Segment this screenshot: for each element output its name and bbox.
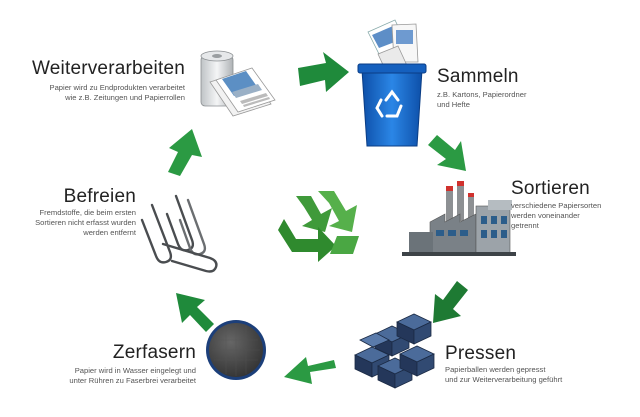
desc-zerfasern-line-2: unter Rühren zu Faserbrei verarbeitet	[69, 376, 196, 385]
title-sortieren: Sortieren	[511, 178, 590, 199]
paper-clips-icon	[140, 194, 218, 273]
desc-sortieren-line-2: werden voneinander	[511, 211, 580, 220]
recycling-bin-icon	[357, 19, 427, 147]
title-sammeln: Sammeln	[437, 66, 519, 87]
desc-zerfasern: Papier wird in Wasser eingelegt und unte…	[69, 366, 196, 386]
desc-sammeln-line-2: und Hefte	[437, 100, 470, 109]
desc-zerfasern-line-1: Papier wird in Wasser eingelegt und	[74, 366, 196, 375]
arrow-sortieren-to-pressen	[433, 281, 468, 323]
desc-befreien-line-3: werden entfernt	[83, 228, 136, 237]
arrow-befreien-to-weiterverarbeiten	[168, 129, 202, 176]
arrow-sammeln-to-sortieren	[428, 135, 466, 171]
arrow-pressen-to-zerfasern	[284, 357, 336, 384]
desc-pressen-line-1: Papierballen werden gepresst	[445, 365, 546, 374]
desc-befreien-line-1: Fremdstoffe, die beim ersten	[39, 208, 136, 217]
arrow-zerfasern-to-befreien	[176, 293, 214, 332]
desc-pressen: Papierballen werden gepresst und zur Wei…	[445, 365, 562, 385]
desc-weiterverarbeiten: Papier wird zu Endprodukten verarbeitet …	[50, 83, 186, 103]
factory-icon	[402, 181, 516, 256]
title-zerfasern: Zerfasern	[112, 342, 196, 363]
desc-pressen-line-2: und zur Weiterverarbeitung geführt	[445, 375, 563, 384]
paper-bales-icon	[354, 313, 435, 389]
paper-roll-and-magazines-icon	[200, 50, 276, 117]
desc-befreien-line-2: Sortieren nicht erfasst wurden	[35, 218, 136, 227]
desc-weiterverarbeiten-line-2: wie z.B. Zeitungen und Papierrollen	[65, 93, 185, 102]
title-pressen: Pressen	[445, 343, 517, 364]
title-weiterverarbeiten: Weiterverarbeiten	[31, 58, 185, 79]
desc-weiterverarbeiten-line-1: Papier wird zu Endprodukten verarbeitet	[49, 83, 186, 92]
desc-befreien: Fremdstoffe, die beim ersten Sortieren n…	[35, 208, 136, 238]
recycle-symbol-icon	[278, 191, 359, 262]
title-befreien: Befreien	[63, 186, 136, 207]
desc-sammeln: z.B. Kartons, Papierordner und Hefte	[437, 90, 526, 110]
desc-sortieren-line-1: verschiedene Papiersorten	[511, 201, 602, 210]
desc-sammeln-line-1: z.B. Kartons, Papierordner	[437, 90, 527, 99]
arrow-weiterverarbeiten-to-sammeln	[298, 52, 349, 92]
desc-sortieren-line-3: getrennt	[511, 221, 539, 230]
pulp-disc-icon	[206, 320, 266, 380]
desc-sortieren: verschiedene Papiersorten werden voneina…	[511, 201, 601, 231]
